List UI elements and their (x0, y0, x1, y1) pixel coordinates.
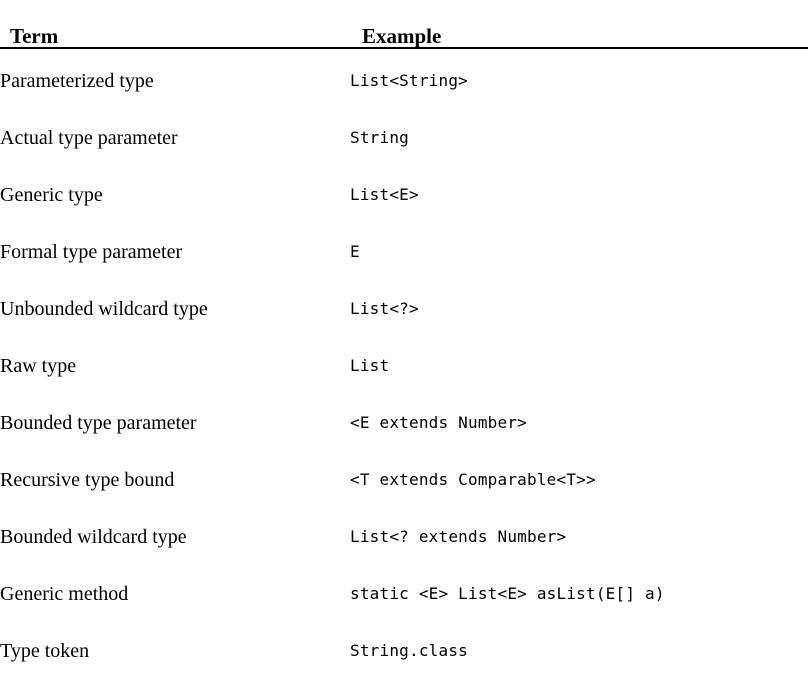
example-cell: String (350, 128, 409, 148)
example-cell: static <E> List<E> asList(E[] a) (350, 584, 665, 604)
table-row: Raw type List (0, 338, 808, 395)
term-cell: Generic method (0, 583, 129, 605)
term-cell: Bounded type parameter (0, 412, 197, 434)
table-body: Parameterized type List<String> Actual t… (0, 49, 808, 680)
header-rule-row (0, 47, 808, 49)
term-cell: Recursive type bound (0, 469, 175, 491)
table-row: Type token String.class (0, 623, 808, 680)
example-cell: List<E> (350, 185, 419, 205)
example-cell: <E extends Number> (350, 413, 527, 433)
term-cell: Unbounded wildcard type (0, 298, 208, 320)
column-header-example: Example (362, 24, 442, 48)
term-cell: Actual type parameter (0, 127, 178, 149)
term-cell: Generic type (0, 184, 103, 206)
table-row: Recursive type bound <T extends Comparab… (0, 452, 808, 509)
table-row: Actual type parameter String (0, 110, 808, 167)
example-cell: <T extends Comparable<T>> (350, 470, 596, 490)
table-row: Parameterized type List<String> (0, 49, 808, 110)
term-cell: Raw type (0, 355, 77, 377)
term-cell: Formal type parameter (0, 241, 183, 263)
example-cell: List<? extends Number> (350, 527, 567, 547)
example-cell: String.class (350, 641, 468, 661)
example-cell: E (350, 242, 360, 262)
table-row: Generic type List<E> (0, 167, 808, 224)
header-divider (0, 47, 808, 49)
table-row: Bounded type parameter <E extends Number… (0, 395, 808, 452)
table-row: Generic method static <E> List<E> asList… (0, 566, 808, 623)
header-rule-cell (0, 47, 808, 49)
term-cell: Type token (0, 640, 90, 662)
term-cell: Bounded wildcard type (0, 526, 187, 548)
term-cell: Parameterized type (0, 70, 154, 92)
column-header-term: Term (10, 24, 59, 48)
table-header-row: Term Example (0, 0, 808, 47)
table-row: Bounded wildcard type List<? extends Num… (0, 509, 808, 566)
example-cell: List<?> (350, 299, 419, 319)
example-cell: List (350, 356, 390, 376)
table-row: Unbounded wildcard type List<?> (0, 281, 808, 338)
table-row: Formal type parameter E (0, 224, 808, 281)
table-header: Term Example (0, 0, 808, 49)
example-cell: List<String> (350, 71, 468, 91)
